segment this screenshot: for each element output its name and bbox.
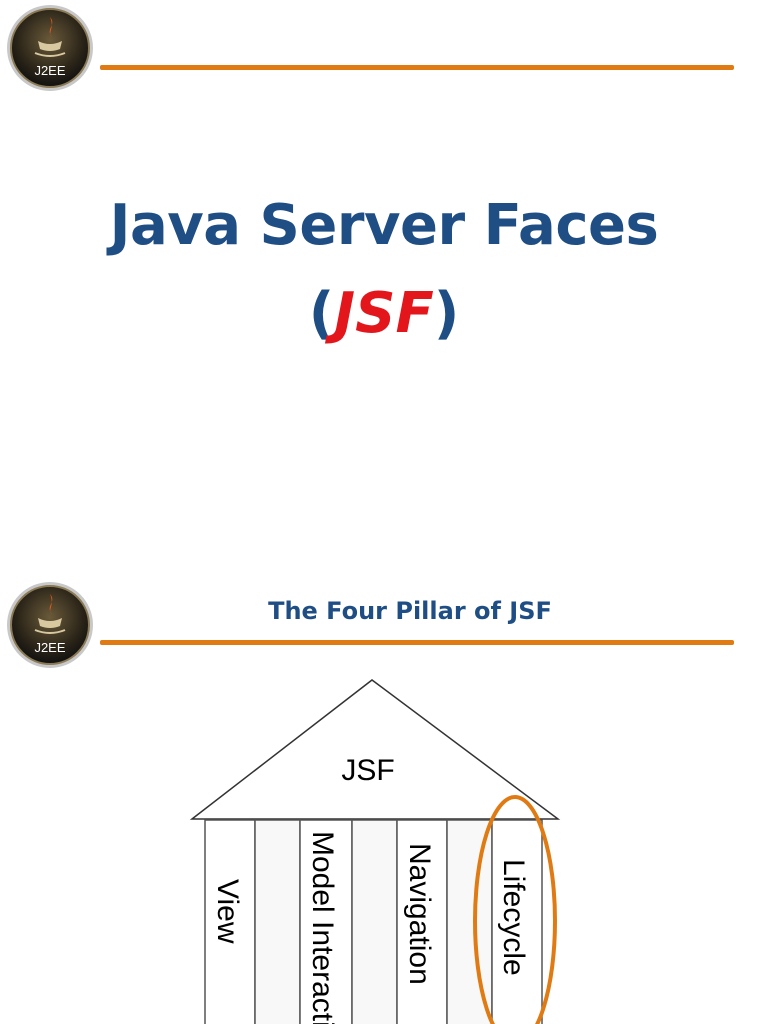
roof-shape — [189, 679, 561, 820]
svg-text:J2EE: J2EE — [34, 640, 65, 655]
pillar-lifecycle: Lifecycle — [497, 859, 530, 976]
slide-title: The Four Pillar of JSF — [268, 597, 552, 625]
title-slide: J2EE Java Server Faces (JSF) — [0, 3, 768, 350]
highlight-ellipse — [473, 795, 557, 1024]
subtitle-open-paren: ( — [308, 281, 335, 346]
presentation-subtitle: (JSF) — [0, 278, 768, 350]
presentation-title: Java Server Faces — [109, 193, 659, 258]
j2ee-logo-icon: J2EE — [5, 580, 95, 670]
roof-label: JSF — [341, 754, 394, 787]
subtitle-close-paren: ) — [433, 281, 460, 346]
svg-text:J2EE: J2EE — [34, 63, 65, 78]
pillars-diagram: JSF View Model Interacti Navigation Life… — [189, 679, 561, 1024]
pillar-columns — [204, 819, 543, 1024]
header-rule — [100, 640, 734, 645]
pillar-view: View — [211, 879, 244, 944]
subtitle-acronym: JSF — [334, 281, 434, 346]
header-rule — [100, 65, 734, 70]
pillar-navigation: Navigation — [403, 843, 436, 985]
four-pillars-slide: J2EE The Four Pillar of JSF JSF View Mod… — [0, 575, 768, 1024]
j2ee-logo-icon: J2EE — [5, 3, 95, 93]
pillar-model-interaction: Model Interacti — [306, 831, 339, 1024]
